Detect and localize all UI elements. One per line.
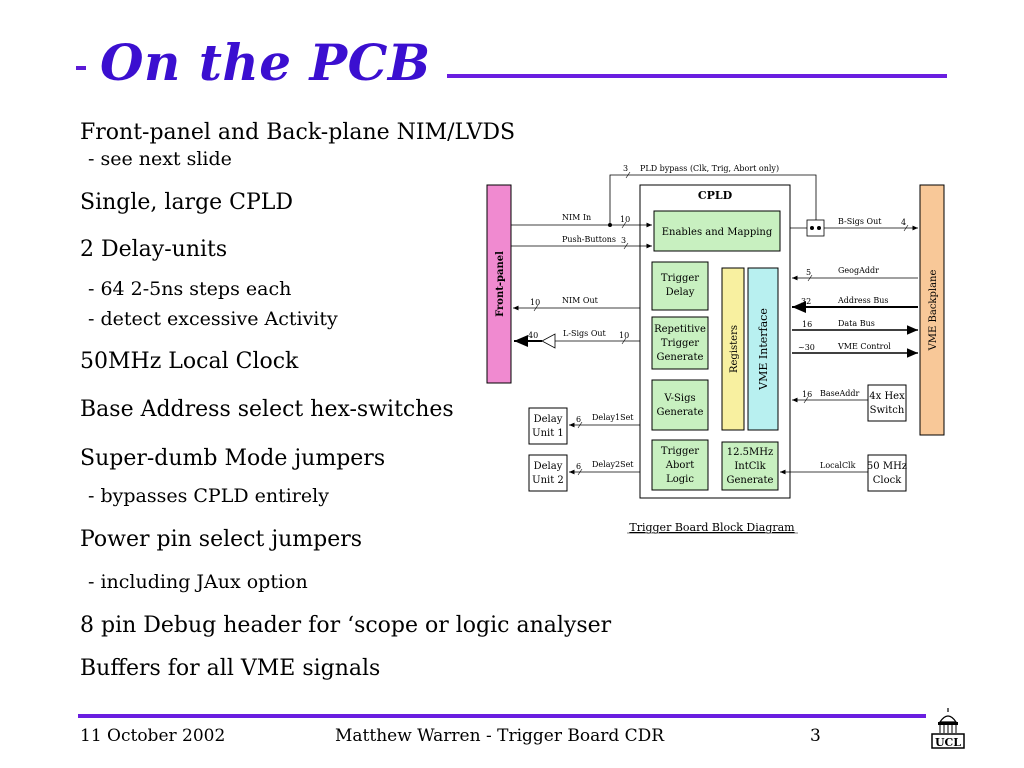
bullet-buffers: Buffers for all VME signals	[80, 656, 381, 681]
intclk-label-3: Generate	[727, 475, 774, 486]
intclk-label-2: IntClk	[734, 461, 766, 472]
bullet-debug-header: 8 pin Debug header for ‘scope or logic a…	[80, 613, 612, 638]
delay-unit-1-label-1: Delay	[534, 414, 563, 425]
delay-unit-2-label-2: Unit 2	[532, 475, 564, 486]
data-bus-count: 16	[802, 320, 812, 329]
slide-title: On the PCB	[100, 33, 431, 92]
delay2set-label: Delay2Set	[592, 460, 634, 469]
front-panel-block	[486, 184, 512, 384]
l-sigs-buffer-icon	[541, 333, 556, 349]
nim-out-label: NIM Out	[562, 296, 599, 305]
intclk-label-1: 12.5MHz	[727, 447, 774, 458]
pld-bypass-line	[609, 174, 817, 225]
nim-out-count: 10	[530, 298, 540, 307]
footer-center: Matthew Warren - Trigger Board CDR	[335, 726, 665, 746]
vme-backplane-label: VME Backplane	[928, 270, 939, 352]
geog-addr-label: GeogAddr	[838, 266, 879, 275]
vme-interface-block	[747, 267, 779, 431]
ucl-logo-text: UCL	[935, 736, 961, 749]
hex-switch-block	[867, 384, 907, 422]
enables-mapping-label: Enables and Mapping	[662, 227, 773, 238]
footer-page-number: 3	[810, 726, 821, 746]
base-addr-count: 16	[802, 390, 812, 399]
bullet-local-clock: 50MHz Local Clock	[80, 349, 299, 374]
vsigs-label-1: V-Sigs	[663, 393, 695, 404]
trigger-delay-label-1: Trigger	[661, 273, 699, 284]
l-sigs-out-label: L-Sigs Out	[563, 329, 607, 338]
footer-date: 11 October 2002	[80, 726, 226, 746]
trigger-abort-label-1: Trigger	[661, 446, 699, 457]
trigger-abort-label-2: Abort	[665, 460, 694, 471]
ucl-logo-icon: UCL	[931, 708, 965, 749]
clock-50mhz-block	[867, 454, 907, 492]
delay-unit-1-block	[528, 407, 568, 445]
repetitive-label-2: Trigger	[661, 338, 699, 349]
trigger-abort-block	[651, 439, 709, 491]
delay-unit-2-label-1: Delay	[534, 461, 563, 472]
clock-50mhz-label-2: Clock	[873, 475, 902, 486]
delay1set-label: Delay1Set	[592, 413, 634, 422]
b-sigs-out-count: 4	[901, 218, 906, 227]
registers-label: Registers	[729, 325, 740, 373]
trigger-delay-label-2: Delay	[666, 287, 695, 298]
localclk-label: LocalClk	[820, 461, 856, 470]
vsigs-block	[651, 379, 709, 431]
subbullet-bypasses: - bypasses CPLD entirely	[88, 485, 329, 507]
cpld-label: CPLD	[698, 189, 733, 202]
nim-in-label: NIM In	[562, 213, 591, 222]
subbullet-see-next: - see next slide	[88, 148, 232, 170]
l-sigs-count-right: 10	[619, 331, 629, 340]
subbullet-jaux: - including JAux option	[88, 571, 308, 593]
delay1set-count: 6	[576, 415, 581, 424]
diagram-caption: Trigger Board Block Diagram	[629, 521, 795, 534]
clock-50mhz-label-1: 50 MHz	[867, 461, 907, 472]
hex-switch-label-1: 4x Hex	[869, 391, 905, 402]
bullet-hex-switches: Base Address select hex-switches	[80, 397, 454, 422]
bullet-front-panel: Front-panel and Back-plane NIM/LVDS	[80, 120, 516, 145]
trigger-delay-block	[651, 261, 709, 311]
front-panel-label: Front-panel	[495, 251, 506, 317]
title-dash	[76, 66, 86, 70]
trigger-abort-label-3: Logic	[666, 474, 694, 485]
address-bus-count: 32	[801, 297, 811, 306]
vme-interface-label: VME Interface	[757, 308, 770, 391]
vsigs-label-2: Generate	[657, 407, 704, 418]
hex-switch-label-2: Switch	[870, 405, 905, 416]
bullet-power-pin: Power pin select jumpers	[80, 527, 363, 552]
base-addr-label: BaseAddr	[820, 389, 860, 398]
title-rule	[447, 74, 947, 78]
pld-bypass-label: PLD bypass (Clk, Trig, Abort only)	[640, 164, 779, 173]
pld-bypass-count: 3	[623, 164, 628, 173]
delay-unit-2-block	[528, 454, 568, 492]
geog-addr-count: 5	[806, 268, 811, 277]
data-bus-label: Data Bus	[838, 319, 875, 328]
registers-block	[721, 267, 745, 431]
delay-unit-1-label-2: Unit 1	[532, 428, 564, 439]
delay2set-count: 6	[576, 462, 581, 471]
vme-backplane-block	[919, 184, 945, 436]
address-bus-label: Address Bus	[837, 296, 888, 305]
nim-in-count: 10	[620, 215, 630, 224]
push-buttons-label: Push-Buttons	[562, 235, 616, 244]
bullet-delay-units: 2 Delay-units	[80, 237, 228, 262]
b-sigs-out-label: B-Sigs Out	[838, 217, 882, 226]
push-buttons-count: 3	[621, 236, 626, 245]
intclk-block	[721, 441, 779, 491]
l-sigs-count-left: 40	[528, 331, 538, 340]
vme-control-label: VME Control	[837, 342, 891, 351]
bullet-cpld: Single, large CPLD	[80, 190, 294, 215]
repetitive-label-3: Generate	[657, 352, 704, 363]
enables-mapping-block	[653, 210, 781, 252]
footer-rule	[78, 714, 926, 718]
vme-control-count: ~30	[798, 343, 815, 352]
subbullet-64-steps: - 64 2-5ns steps each	[88, 278, 292, 300]
subbullet-detect: - detect excessive Activity	[88, 308, 338, 330]
repetitive-label-1: Repetitive	[654, 324, 706, 335]
bullet-super-dumb: Super-dumb Mode jumpers	[80, 446, 386, 471]
block-diagram: Front-panel VME Backplane CPLD Enables a…	[486, 164, 945, 534]
repetitive-trigger-block	[651, 316, 709, 370]
